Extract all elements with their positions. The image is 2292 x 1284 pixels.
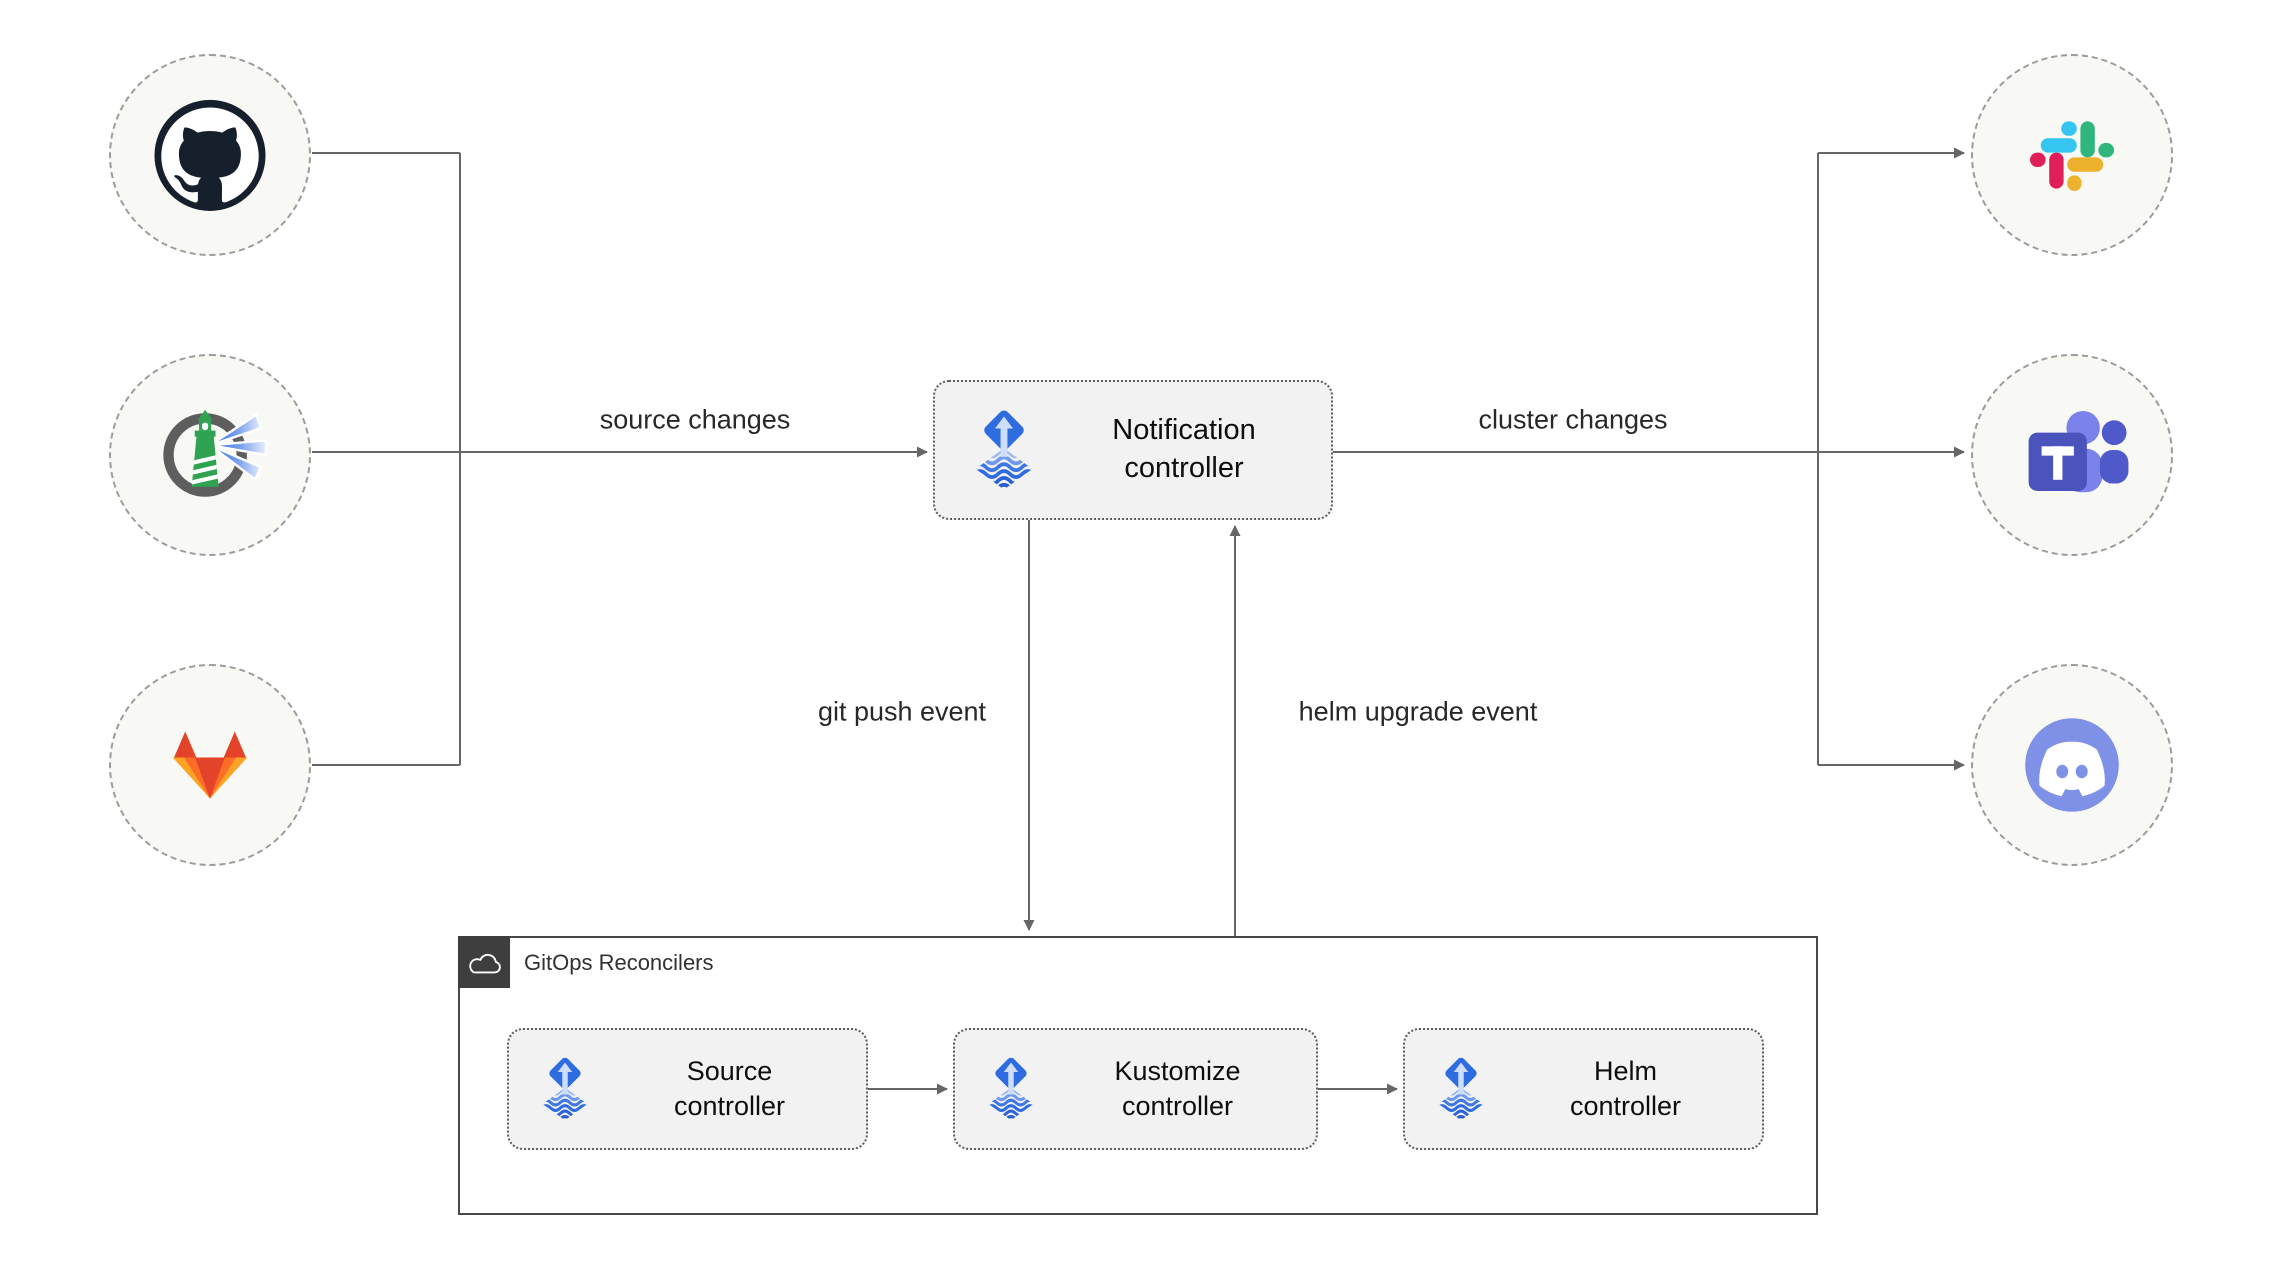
edge-label-cluster-changes: cluster changes [1478,404,1668,435]
harbor-icon [149,394,271,516]
cloud-icon [466,947,502,978]
source-controller-box: Source controller [507,1028,868,1150]
github-icon [154,99,266,211]
target-node-teams [1971,354,2173,556]
source-controller-label: Source controller [673,1055,786,1121]
flux-icon [1427,1052,1495,1126]
source-node-harbor [109,354,311,556]
edge-label-source-changes: source changes [599,404,791,435]
flux-icon [531,1052,599,1126]
flux-icon [977,1052,1045,1126]
gitlab-icon [148,703,272,827]
kustomize-controller-box: Kustomize controller [953,1028,1318,1150]
edge-label-git-push-event: git push event [817,696,987,727]
source-node-gitlab [109,664,311,866]
target-node-discord [1971,664,2173,866]
notification-controller-box: Notification controller [933,380,1333,520]
target-node-slack [1971,54,2173,256]
flux-icon [961,404,1047,496]
edge-label-helm-upgrade-event: helm upgrade event [1298,696,1538,727]
container-title: GitOps Reconcilers [524,950,714,975]
discord-icon [2007,700,2137,830]
helm-controller-label: Helm controller [1569,1055,1682,1121]
notification-controller-label: Notification controller [1112,414,1256,484]
source-node-github [109,54,311,256]
kustomize-controller-label: Kustomize controller [1114,1055,1241,1121]
container-badge [458,936,510,988]
slack-icon [2012,95,2132,215]
teams-icon [2010,393,2134,517]
helm-controller-box: Helm controller [1403,1028,1764,1150]
